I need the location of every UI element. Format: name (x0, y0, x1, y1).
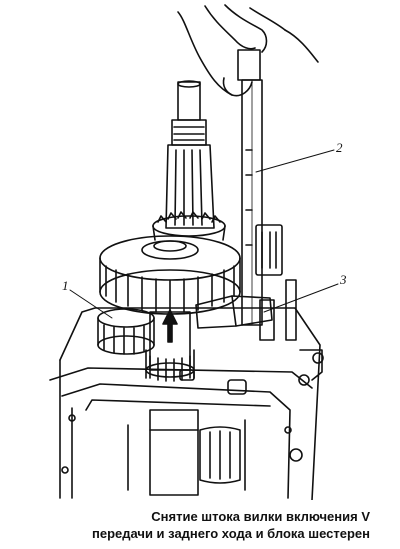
callout-line-1 (69, 289, 113, 319)
lower-gear (127, 409, 246, 496)
gear-block (97, 308, 195, 382)
callout-label-3: 3 (340, 272, 347, 287)
input-shaft (165, 80, 215, 229)
caption-line-1: Снятие штока вилки включения V (151, 509, 370, 524)
direction-arrow (162, 309, 178, 343)
shift-rod (237, 49, 263, 326)
hand (177, 4, 319, 97)
callout-label-1: 1 (62, 278, 69, 293)
callout-label-2: 2 (336, 140, 343, 155)
figure-caption: Снятие штока вилки включения V передачи … (30, 508, 370, 542)
shift-fork (195, 224, 297, 341)
callout-line-2 (255, 149, 335, 173)
caption-line-2: передачи и заднего хода и блока шестерен (91, 526, 370, 541)
gearbox-housing (49, 307, 324, 500)
callout-line-3 (263, 283, 339, 313)
large-gear (99, 235, 241, 315)
gearbox-illustration (49, 4, 339, 500)
